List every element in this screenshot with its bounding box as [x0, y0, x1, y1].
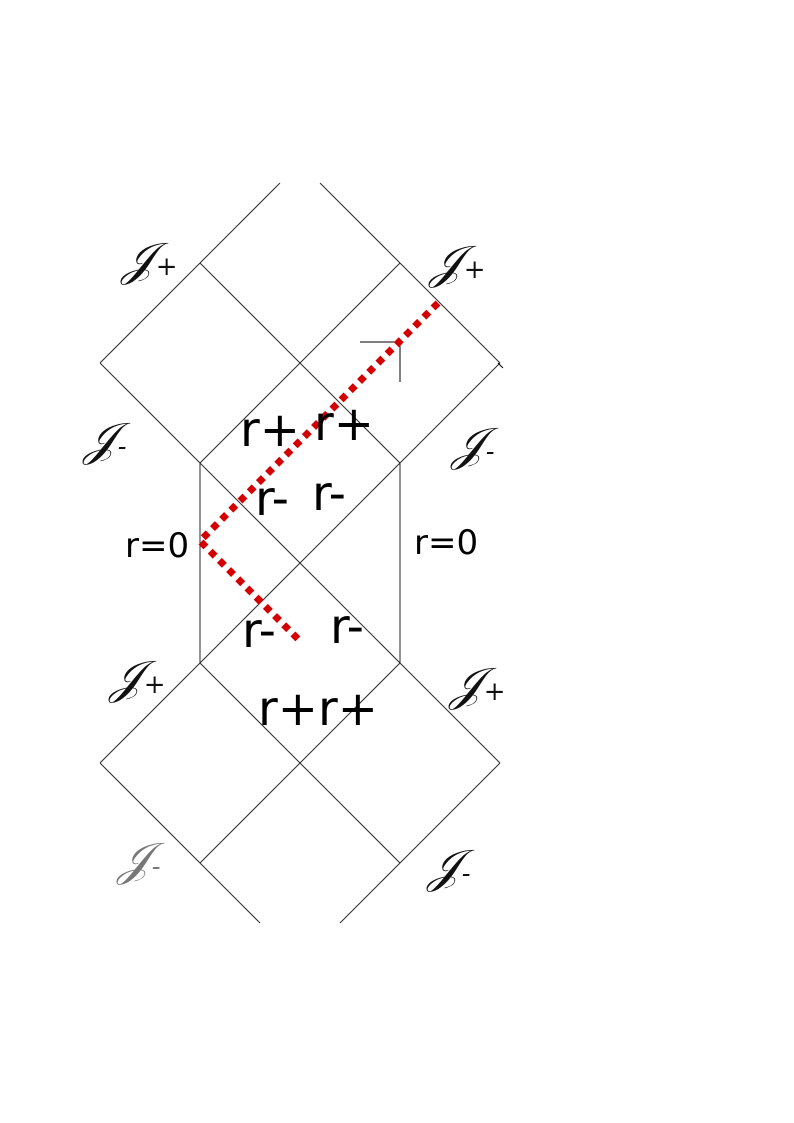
grid-line [99, 662, 201, 764]
region-label-rminus: r- [330, 599, 364, 655]
grid-line [399, 762, 501, 864]
grid-line [199, 182, 281, 264]
region-label-rplus: r+ [318, 681, 378, 737]
region-label-rplus: r+ [240, 402, 300, 458]
grid-line [99, 262, 201, 364]
null-trajectory [195, 300, 441, 644]
grid-line [199, 262, 401, 464]
grid-line [399, 662, 501, 764]
scri-label-bottom-left: 𝒥- [116, 832, 165, 886]
scri-label-top-right: 𝒥+ [428, 235, 486, 289]
grid-line [199, 662, 401, 864]
grid-line [199, 862, 261, 924]
region-label-rplus: r+ [258, 681, 318, 737]
scri-label-lower-mid-right: 𝒥+ [448, 657, 506, 711]
grid-line [339, 862, 401, 924]
grid-line [99, 362, 201, 464]
scri-label-top-left: 𝒥+ [120, 232, 178, 286]
grid-line [319, 182, 501, 364]
region-label-rminus: r- [242, 603, 276, 659]
scri-label-upper-mid-right: 𝒥- [450, 417, 499, 471]
region-label-rminus: r- [255, 471, 289, 527]
grid-line [199, 462, 401, 664]
scri-label-bottom-right: 𝒥- [426, 839, 475, 893]
r0-label-left: r=0 [125, 526, 189, 566]
corner-marker [360, 341, 504, 382]
scri-label-upper-mid-left: 𝒥- [82, 412, 131, 466]
region-label-rplus: r+ [314, 396, 374, 452]
grid-line [399, 362, 501, 464]
r0-label-right: r=0 [414, 523, 478, 563]
region-label-rminus: r- [312, 466, 346, 522]
diagram-grid [99, 182, 501, 924]
grid-line [99, 762, 201, 864]
scri-label-lower-mid-left: 𝒥+ [108, 650, 166, 704]
